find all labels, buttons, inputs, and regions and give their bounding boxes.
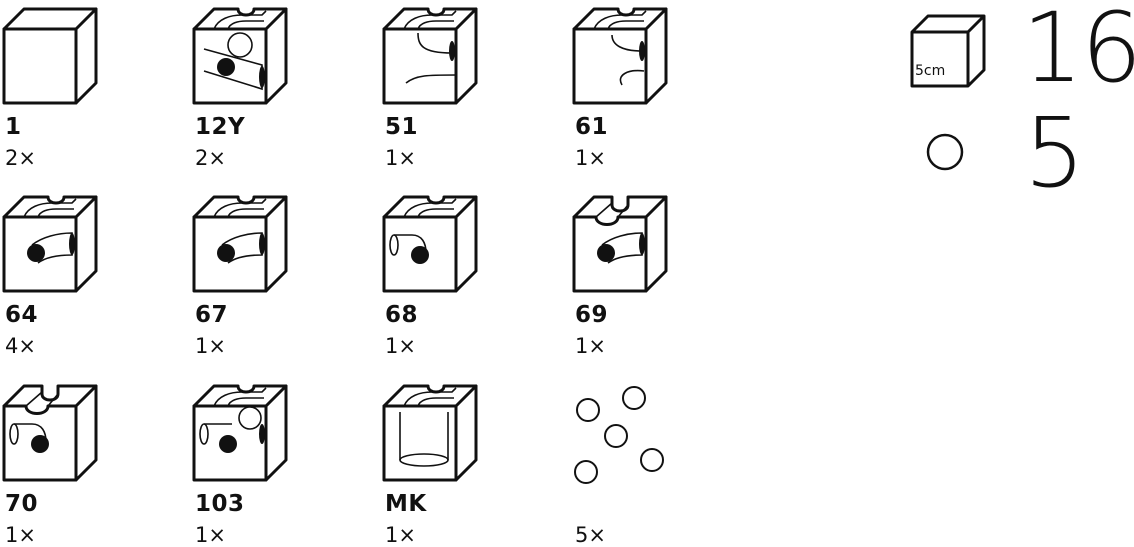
side-groove-cube-icon bbox=[192, 195, 288, 293]
part-quantity: 1× bbox=[195, 523, 226, 547]
part-quantity: 2× bbox=[195, 146, 226, 170]
curve-cube-icon bbox=[382, 7, 478, 105]
part-quantity: 1× bbox=[385, 523, 416, 547]
tube-cube-icon bbox=[382, 195, 478, 293]
plain-cube-icon bbox=[2, 7, 98, 105]
part-code: 61 bbox=[575, 114, 609, 140]
part-quantity: 5× bbox=[575, 523, 606, 547]
double-curve-cube-icon bbox=[572, 7, 668, 105]
part-code: 70 bbox=[5, 491, 39, 517]
groove-tube-cube-icon bbox=[2, 384, 98, 482]
part-code: 1 bbox=[5, 114, 22, 140]
tunnel-cube-icon bbox=[2, 195, 98, 293]
part-quantity: 1× bbox=[195, 334, 226, 358]
funnel-cube-icon bbox=[382, 384, 478, 482]
part-code: MK bbox=[385, 491, 427, 517]
part-item: 5× bbox=[572, 382, 712, 547]
combo-cube-icon bbox=[192, 384, 288, 482]
part-code: 51 bbox=[385, 114, 419, 140]
part-code: 103 bbox=[195, 491, 245, 517]
part-quantity: 2× bbox=[5, 146, 36, 170]
part-code: 69 bbox=[575, 302, 609, 328]
cube-size-label: 5cm bbox=[915, 63, 946, 79]
part-code: 67 bbox=[195, 302, 229, 328]
part-quantity: 1× bbox=[575, 146, 606, 170]
cube-count: 16 bbox=[1022, 0, 1134, 104]
part-code: 64 bbox=[5, 302, 39, 328]
part-item: MK 1× bbox=[382, 382, 522, 547]
part-quantity: 1× bbox=[385, 334, 416, 358]
marbles-icon bbox=[574, 386, 664, 484]
part-quantity: 1× bbox=[385, 146, 416, 170]
part-code: 12Y bbox=[195, 114, 246, 140]
part-quantity: 4× bbox=[5, 334, 36, 358]
part-quantity: 1× bbox=[575, 334, 606, 358]
straight-groove-cube-icon bbox=[572, 195, 668, 293]
junction-cube-icon bbox=[192, 7, 288, 105]
ball-icon bbox=[926, 133, 964, 171]
cube-size-icon bbox=[910, 14, 986, 88]
ball-count: 5 bbox=[1024, 97, 1085, 209]
part-quantity: 1× bbox=[5, 523, 36, 547]
part-code: 68 bbox=[385, 302, 419, 328]
